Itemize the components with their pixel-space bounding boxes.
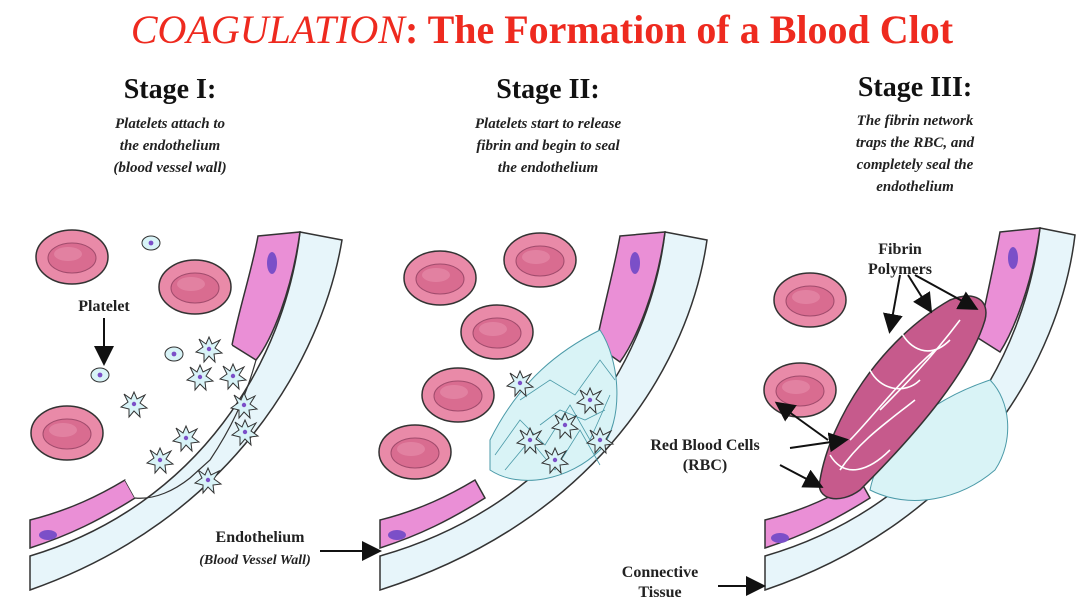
stage-2-panel xyxy=(378,231,708,592)
stage-3-desc-line: endothelium xyxy=(876,179,954,195)
platelet-label: Platelet xyxy=(78,298,130,315)
fibrin-label: Fibrin Polymers xyxy=(855,240,945,280)
endothelium-label: Endothelium xyxy=(215,529,305,546)
stage-2-description: Platelets start to release fibrin and be… xyxy=(418,113,678,179)
stage-1-heading: Stage I: xyxy=(123,74,217,105)
stage-3-desc-line: traps the RBC, and xyxy=(855,135,975,151)
stage-2-desc-line: fibrin and begin to seal xyxy=(476,138,620,154)
stage-2-heading: Stage II: xyxy=(496,74,600,105)
stage-2-desc-line: Platelets start to release xyxy=(474,116,622,132)
connective-label-line: Connective xyxy=(621,564,699,581)
stage-3-panel xyxy=(763,227,1076,592)
stage-1-desc-line: the endothelium xyxy=(119,138,221,154)
stage-2-desc-line: the endothelium xyxy=(497,160,599,176)
stage-3-desc-line: The fibrin network xyxy=(856,113,974,129)
stage-3-desc-line: completely seal the xyxy=(856,157,974,173)
rbc-label-line: (RBC) xyxy=(682,457,728,474)
stage-3-description: The fibrin network traps the RBC, and co… xyxy=(800,110,1030,198)
rbc-label: Red Blood Cells (RBC) xyxy=(620,436,790,476)
connective-label-line: Tissue xyxy=(638,584,682,601)
title-rest: : The Formation of a Blood Clot xyxy=(404,7,954,52)
title-italic: COAGULATION xyxy=(130,7,405,52)
stage-1-desc-line: (blood vessel wall) xyxy=(113,160,227,176)
stage-3-heading: Stage III: xyxy=(857,72,973,103)
connective-tissue-label: Connective Tissue xyxy=(600,563,720,603)
diagram-title: COAGULATION: The Formation of a Blood Cl… xyxy=(0,6,1084,53)
stage-1-description: Platelets attach to the endothelium (blo… xyxy=(60,113,280,179)
fibrin-label-line: Fibrin xyxy=(878,241,922,258)
rbc-label-line: Red Blood Cells xyxy=(650,437,760,454)
fibrin-label-line: Polymers xyxy=(868,261,932,278)
stage-1-panel xyxy=(29,229,343,592)
stage-1-desc-line: Platelets attach to xyxy=(115,116,225,132)
endothelium-sublabel: (Blood Vessel Wall) xyxy=(199,553,311,568)
